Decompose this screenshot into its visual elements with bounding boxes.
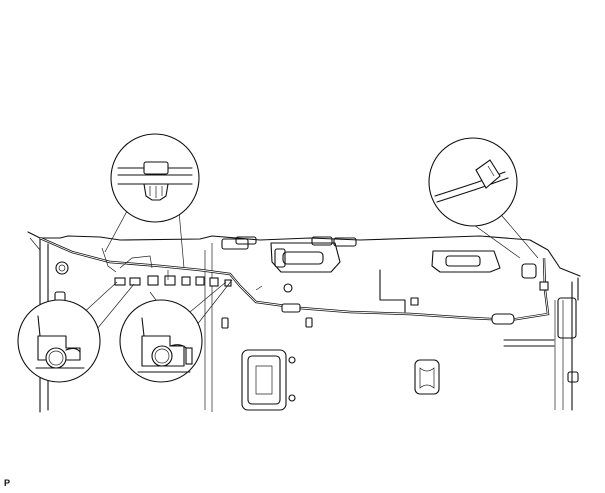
- figure-code-label: P: [4, 478, 11, 488]
- harness-clips: [114, 275, 549, 325]
- center-components: [221, 263, 579, 411]
- detail-callout-right-connector: [428, 137, 539, 259]
- detail-callout-middle-clip-profile: [119, 279, 233, 383]
- detail-callout-top-clip: [104, 133, 200, 269]
- detail-callout-left-clip-profile: [17, 281, 135, 383]
- wire-harness: [39, 236, 550, 325]
- roof-recesses: [221, 236, 501, 273]
